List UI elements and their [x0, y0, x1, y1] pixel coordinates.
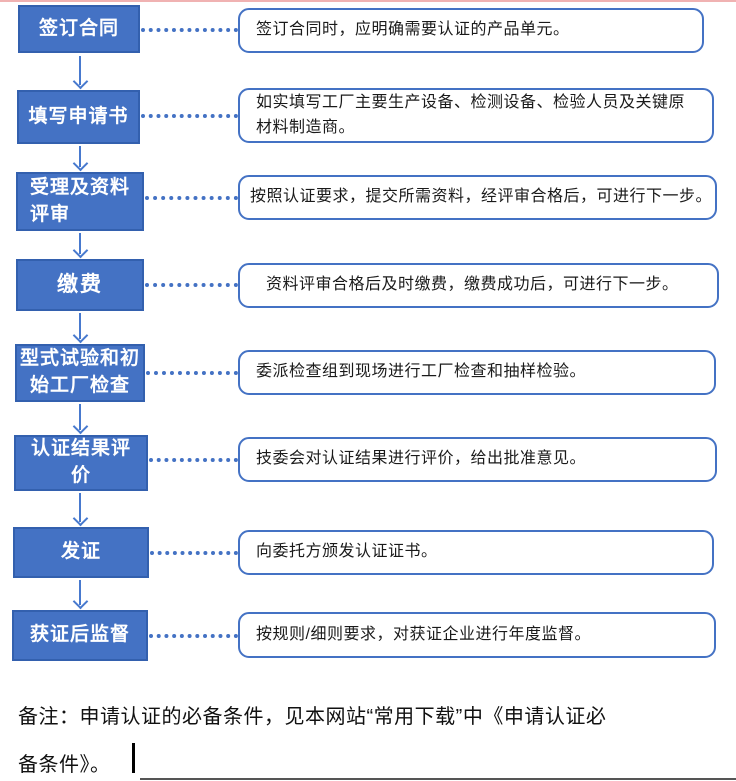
dotted-connector-5	[146, 371, 238, 375]
arrow-head	[72, 418, 89, 435]
note-post-cert-supervision: 按规则/细则要求，对获证企业进行年度监督。	[238, 612, 716, 658]
arrow-shaft	[79, 580, 81, 605]
flow-step-payment: 缴费	[16, 259, 144, 311]
step-label: 发证	[60, 541, 101, 563]
note-text: 资料评审合格后及时缴费，缴费成功后，可进行下一步。	[266, 276, 679, 294]
note-text: 如实填写工厂主要生产设备、检测设备、检验人员及关键原 材料制造商。	[256, 93, 686, 136]
note-issue-certificate: 向委托方颁发认证证书。	[238, 530, 714, 575]
arrow-shaft	[79, 56, 81, 85]
note-type-test-inspection: 委派检查组到现场进行工厂检查和抽样检验。	[238, 350, 716, 395]
note-text: 向委托方颁发认证证书。	[256, 543, 438, 561]
note-payment: 资料评审合格后及时缴费，缴费成功后，可进行下一步。	[238, 263, 719, 308]
down-arrow-icon	[72, 493, 89, 527]
dotted-connector-4	[145, 283, 238, 287]
down-arrow-icon	[72, 233, 89, 259]
arrow-head	[72, 510, 89, 527]
arrow-head	[72, 155, 89, 172]
note-sign-contract: 签订合同时，应明确需要认证的产品单元。	[238, 8, 704, 53]
arrow-head	[72, 242, 89, 259]
arrow-head	[72, 73, 89, 90]
step-label: 缴费	[57, 273, 103, 297]
note-text: 签订合同时，应明确需要认证的产品单元。	[256, 21, 570, 39]
top-divider	[0, 0, 736, 2]
note-text: 按规则/细则要求，对获证企业进行年度监督。	[256, 625, 591, 643]
step-label: 获证后监督	[29, 624, 130, 646]
note-text: 委派检查组到现场进行工厂检查和抽样检验。	[256, 363, 587, 381]
flow-step-type-test-inspection: 型式试验和初 始工厂检查	[15, 344, 145, 402]
flow-step-result-evaluation: 认证结果评 价	[14, 435, 148, 491]
arrow-shaft	[79, 313, 81, 339]
arrow-shaft	[79, 404, 81, 430]
note-text: 技委会对认证结果进行评价，给出批准意见。	[256, 450, 587, 468]
arrow-shaft	[79, 493, 81, 522]
down-arrow-icon	[72, 56, 89, 90]
dotted-connector-1	[141, 28, 238, 32]
text-cursor	[132, 743, 135, 773]
arrow-shaft	[79, 233, 81, 254]
arrow-shaft	[79, 146, 81, 167]
dotted-connector-6	[149, 458, 238, 462]
down-arrow-icon	[72, 146, 89, 172]
step-label: 认证结果评 价	[30, 438, 131, 486]
note-fill-application: 如实填写工厂主要生产设备、检测设备、检验人员及关键原 材料制造商。	[238, 88, 714, 143]
down-arrow-icon	[72, 404, 89, 435]
down-arrow-icon	[72, 313, 89, 344]
dotted-connector-7	[150, 551, 238, 555]
flow-step-acceptance-review: 受理及资料 评审	[16, 172, 144, 231]
dotted-connector-3	[145, 196, 238, 200]
note-text: 按照认证要求，提交所需资料，经评审合格后，可进行下一步。	[250, 188, 713, 206]
flow-step-fill-application: 填写申请书	[17, 90, 140, 144]
dotted-connector-8	[149, 634, 238, 638]
step-label: 填写申请书	[28, 105, 129, 127]
flow-step-sign-contract: 签订合同	[18, 5, 140, 53]
step-label: 型式试验和初 始工厂检查	[19, 348, 140, 396]
flow-step-post-cert-supervision: 获证后监督	[12, 610, 148, 661]
footer-note: 备注：申请认证的必备条件，见本网站“常用下载”中《申请认证必 备条件》。	[18, 706, 607, 776]
down-arrow-icon	[72, 580, 89, 610]
note-acceptance-review: 按照认证要求，提交所需资料，经评审合格后，可进行下一步。	[238, 175, 717, 220]
step-label: 受理及资料 评审	[30, 176, 131, 225]
arrow-head	[72, 593, 89, 610]
bottom-divider	[140, 778, 736, 780]
step-label: 签订合同	[38, 17, 119, 39]
dotted-connector-2	[141, 114, 238, 118]
flow-step-issue-certificate: 发证	[13, 527, 149, 578]
arrow-head	[72, 327, 89, 344]
note-result-evaluation: 技委会对认证结果进行评价，给出批准意见。	[238, 437, 717, 482]
